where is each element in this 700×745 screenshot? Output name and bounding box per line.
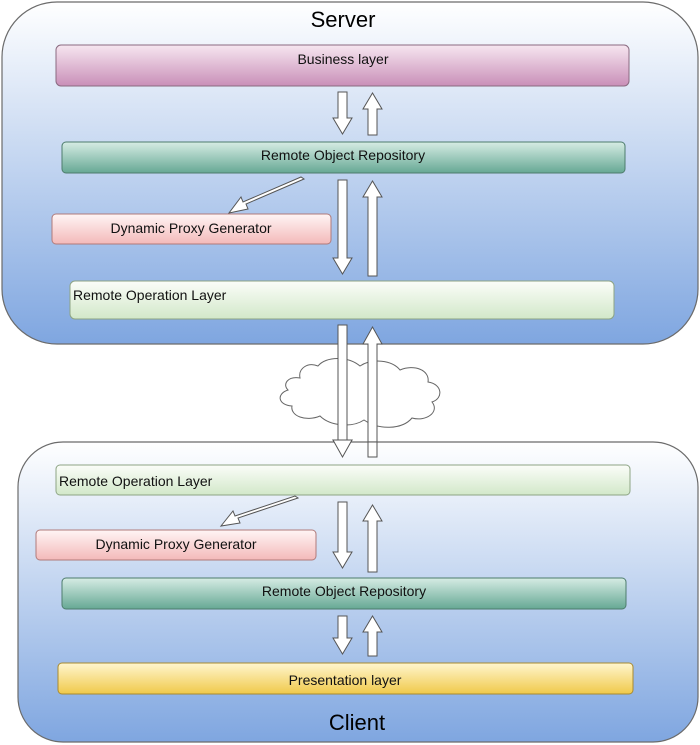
client-arrow-up-repo-to-operation	[362, 504, 383, 573]
client-arrow-down-repo-to-presentation	[332, 615, 353, 655]
client-remote-object-repository-label: Remote Object Repository	[262, 583, 426, 599]
server-business-layer-box: Business layer	[55, 44, 630, 87]
server-remote-operation-layer-label: Remote Operation Layer	[73, 287, 227, 303]
client-remote-operation-layer-box: Remote Operation Layer	[55, 464, 631, 496]
client-arrow-down-operation-to-repo	[332, 501, 353, 569]
network-arrow-down-overlay	[332, 439, 353, 459]
network-arrow-up-client-to-server	[362, 325, 383, 458]
client-presentation-layer-box: Presentation layer	[57, 662, 634, 695]
server-arrow-down-repo-to-operation	[332, 179, 353, 275]
server-remote-operation-layer-box: Remote Operation Layer	[69, 280, 615, 320]
network-cloud	[279, 358, 441, 428]
server-dynamic-proxy-generator-box: Dynamic Proxy Generator	[51, 213, 332, 245]
client-arrow-operation-to-proxy	[219, 495, 300, 527]
client-remote-object-repository-box: Remote Object Repository	[61, 577, 627, 610]
server-arrow-up-repo-to-business	[362, 92, 383, 136]
server-remote-object-repository-label: Remote Object Repository	[261, 147, 425, 163]
client-dynamic-proxy-generator-box: Dynamic Proxy Generator	[35, 529, 317, 561]
server-remote-object-repository-box: Remote Object Repository	[61, 141, 626, 174]
client-presentation-layer-label: Presentation layer	[289, 672, 402, 688]
client-arrow-up-presentation-to-repo	[362, 615, 383, 657]
server-title: Server	[311, 7, 376, 32]
server-business-layer-label: Business layer	[297, 51, 388, 67]
client-title: Client	[329, 710, 385, 735]
server-arrow-down-business-to-repo	[332, 91, 353, 135]
server-arrow-up-operation-to-repo	[362, 180, 383, 277]
client-dynamic-proxy-generator-label: Dynamic Proxy Generator	[95, 536, 256, 552]
network-arrow-up-overlay	[367, 441, 378, 458]
client-remote-operation-layer-label: Remote Operation Layer	[59, 473, 213, 489]
server-dynamic-proxy-generator-label: Dynamic Proxy Generator	[110, 220, 271, 236]
server-arrow-repo-to-proxy	[227, 176, 306, 214]
